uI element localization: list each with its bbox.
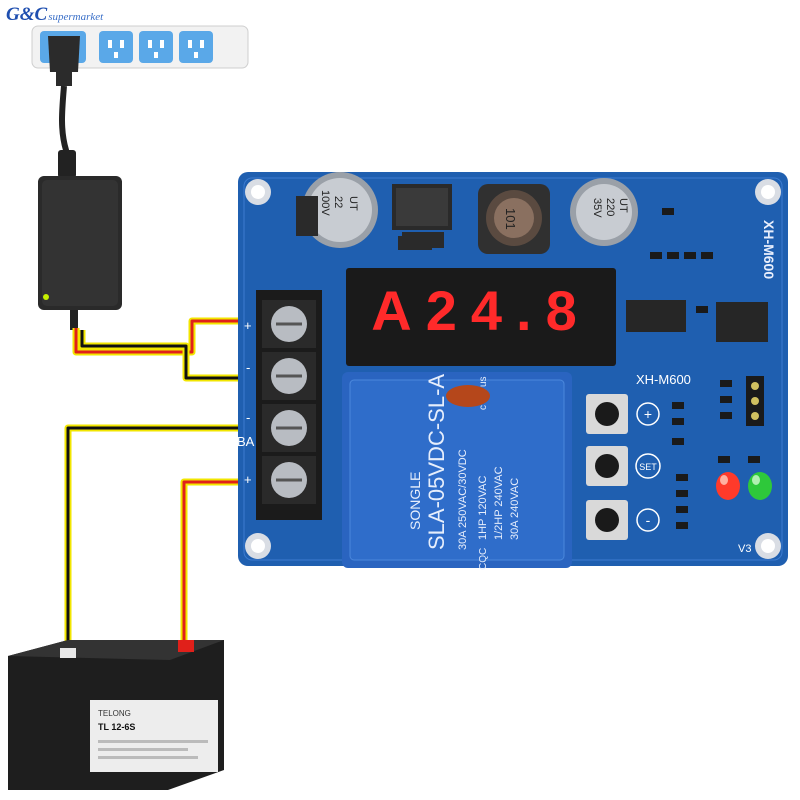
terminal-label-4: BA — [237, 434, 255, 449]
terminal-label-3: - — [246, 410, 250, 425]
power-strip — [31, 25, 249, 86]
terminal-label-2: - — [246, 360, 250, 375]
relay-rating-4: 30A 240VAC — [509, 478, 521, 540]
cap2-value: 220 — [604, 198, 616, 216]
seven-segment-display: A24.8 — [346, 268, 616, 366]
capacitor-2: 220 35V UT — [570, 178, 638, 246]
button-plus-label: + — [644, 406, 652, 422]
pin-header — [746, 376, 764, 426]
inductor: 101 — [478, 184, 550, 254]
button-set-label: SET — [639, 462, 657, 472]
board-version: V3 — [738, 543, 751, 555]
board-model-side: XH-M600 — [761, 220, 777, 279]
battery-brand: TELONG — [98, 709, 131, 718]
cap1-value: 22 — [332, 196, 344, 208]
brand-logo: G&C — [6, 4, 48, 25]
relay-brand: SONGLE — [407, 472, 423, 530]
relay-cert: CQC — [478, 548, 489, 570]
film-capacitor — [446, 385, 490, 407]
terminal-block — [256, 290, 322, 520]
button-set[interactable]: SET — [586, 446, 661, 486]
battery-model: TL 12-6S — [98, 722, 135, 732]
brand-watermark: G&Csupermarket — [6, 4, 103, 26]
brand-subtitle: supermarket — [48, 11, 104, 23]
cap2-brand: UT — [617, 198, 629, 213]
relay-rating-3: 1/2HP 240VAC — [493, 466, 505, 540]
cap1-voltage: 100V — [319, 190, 331, 216]
relay-model: SLA-05VDC-SL-A — [424, 374, 449, 550]
cap2-voltage: 35V — [591, 198, 603, 218]
cap1-brand: UT — [347, 196, 359, 211]
button-minus[interactable]: - — [586, 500, 660, 540]
relay-rating-1: 30A 250VAC/30VDC — [457, 449, 469, 550]
relay: SONGLE SLA-05VDC-SL-A 30A 250VAC/30VDC 1… — [342, 372, 572, 570]
terminal-label-1: + — [244, 318, 252, 333]
button-plus[interactable]: + — [586, 394, 660, 434]
terminal-label-5: + — [244, 472, 252, 487]
power-adapter — [38, 176, 122, 330]
relay-rating-2: 1HP 120VAC — [477, 476, 489, 540]
board-model-display: XH-M600 — [636, 372, 691, 387]
display-readout: A24.8 — [371, 279, 590, 342]
capacitor-1: 22 100V UT — [302, 172, 378, 248]
led-green — [748, 472, 772, 500]
battery: TELONG TL 12-6S — [8, 640, 224, 790]
button-minus-label: - — [646, 512, 651, 528]
smd-components — [650, 208, 760, 529]
inductor-label: 101 — [503, 208, 518, 230]
led-red — [716, 472, 740, 500]
